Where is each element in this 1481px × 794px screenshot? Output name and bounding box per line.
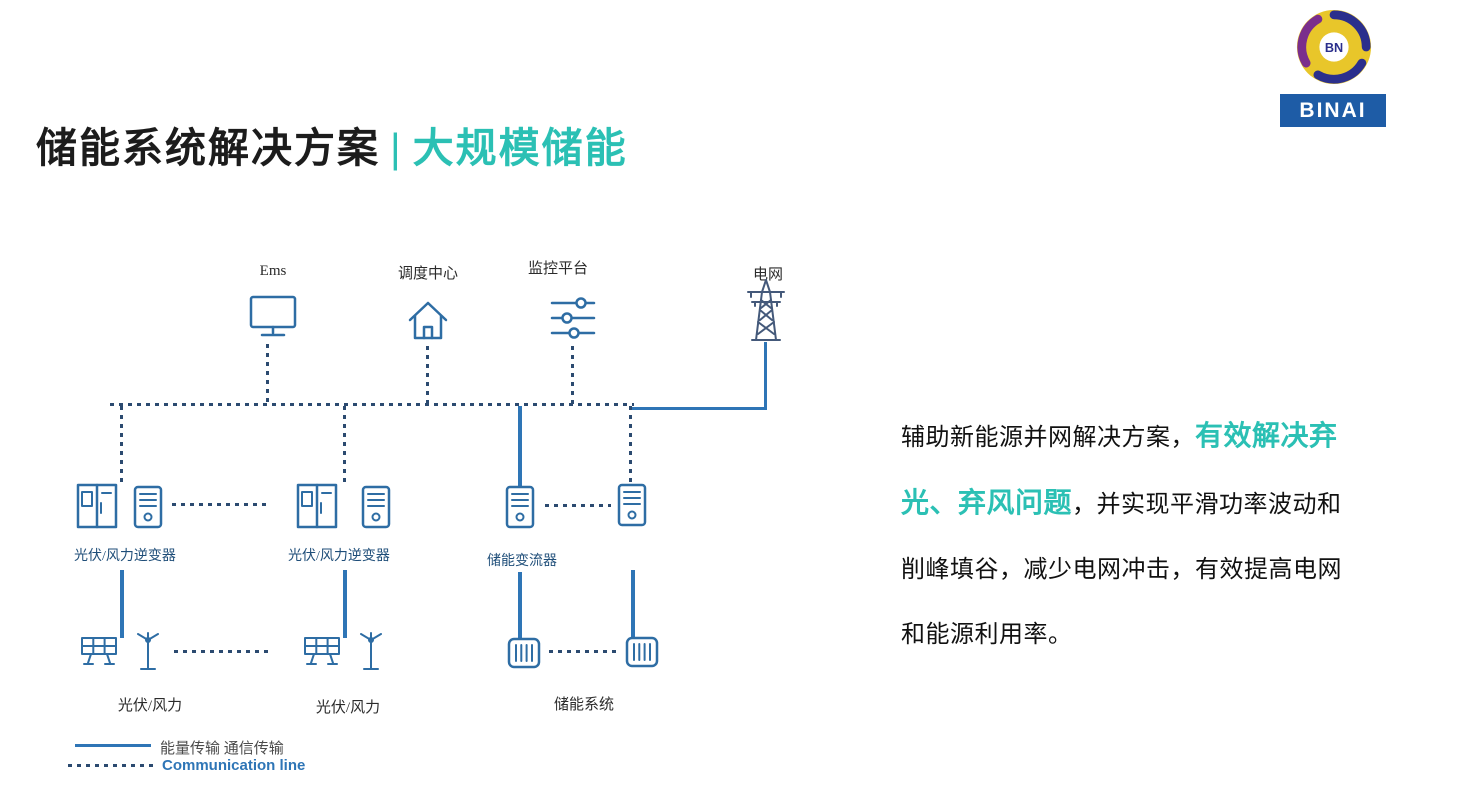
- comm-line-bus-inverter1: [120, 406, 123, 486]
- comm-line-converter1-converter2: [545, 504, 611, 507]
- server-icon: [361, 485, 391, 529]
- legend-energy-line-label: 能量传输 通信传输: [160, 741, 284, 757]
- node-label-pv-wind2: 光伏/风力: [315, 700, 381, 716]
- comm-bus-line: [110, 403, 634, 406]
- legend-comm-line-label: Communication line: [162, 757, 306, 774]
- node-label-dispatch-center: 调度中心: [397, 266, 458, 282]
- wind-turbine-icon: [137, 632, 159, 670]
- server-icon: [617, 483, 647, 527]
- comm-line-battery1-battery2: [549, 650, 617, 653]
- comm-line-inverter1-inverter2: [172, 503, 268, 506]
- sliders-icon: [550, 297, 596, 339]
- node-label-storage-converter: 储能变流器: [487, 554, 557, 569]
- comm-line-bus-converter2: [629, 406, 632, 482]
- energy-line-converter-battery1: [518, 572, 522, 640]
- legend-comm-line-swatch: [68, 764, 156, 767]
- node-label-inverter1: 光伏/风力逆变器: [74, 549, 176, 564]
- solar-panel-icon: [81, 637, 117, 665]
- energy-line-converter-battery2: [631, 570, 635, 638]
- node-label-inverter2: 光伏/风力逆变器: [288, 549, 390, 564]
- house-icon: [408, 301, 448, 340]
- inverter-cabinet-icon: [296, 483, 338, 529]
- node-label-grid: 电网: [752, 267, 783, 283]
- energy-line-bus-converter: [518, 406, 522, 486]
- monitor-icon: [249, 295, 297, 337]
- server-icon: [505, 485, 535, 529]
- description-highlight: 有效解决弃光、弃风问题: [901, 421, 1338, 519]
- company-logo: BN: [1295, 8, 1373, 86]
- transmission-tower-icon: [747, 279, 785, 341]
- server-icon: [133, 485, 163, 529]
- battery-container-icon: [625, 636, 659, 668]
- energy-line-inverter2-source: [343, 570, 347, 638]
- inverter-cabinet-icon: [76, 483, 118, 529]
- node-label-storage-system: 储能系统: [553, 697, 614, 713]
- comm-line-platform-bus: [571, 346, 574, 404]
- logo-swirl-icon: BN: [1296, 9, 1372, 85]
- description-paragraph: 辅助新能源并网解决方案，有效解决弃光、弃风问题，并实现平滑功率波动和削峰填谷，减…: [901, 404, 1361, 668]
- page-title-main: 储能系统解决方案: [36, 125, 380, 171]
- page-title-accent: 大规模储能: [412, 125, 628, 171]
- description-part1: 辅助新能源并网解决方案，: [901, 425, 1195, 451]
- comm-line-bus-inverter2: [343, 406, 346, 486]
- node-label-ems: Ems: [259, 263, 287, 279]
- wind-turbine-icon: [360, 632, 382, 670]
- comm-line-source1-source2: [174, 650, 268, 653]
- page-title: 储能系统解决方案|大规模储能: [36, 114, 628, 174]
- logo-initials: BN: [1325, 41, 1343, 55]
- battery-container-icon: [507, 637, 541, 669]
- solar-panel-icon: [304, 637, 340, 665]
- energy-line-grid-down: [764, 342, 767, 410]
- legend-energy-line-swatch: [75, 744, 151, 747]
- comm-line-dispatch-bus: [426, 346, 429, 404]
- description-part2: ，并实现平滑功率波动和削峰填谷，减少电网冲击，有效提高电网和能源利用率。: [901, 492, 1342, 648]
- energy-line-grid-horizontal: [630, 407, 767, 410]
- energy-line-inverter1-source: [120, 570, 124, 638]
- node-label-pv-wind1: 光伏/风力: [117, 698, 183, 714]
- page-title-divider: |: [390, 125, 403, 171]
- logo-wordmark: BINAI: [1280, 94, 1386, 127]
- node-label-monitor-platform: 监控平台: [527, 261, 588, 277]
- comm-line-ems-bus: [266, 344, 269, 404]
